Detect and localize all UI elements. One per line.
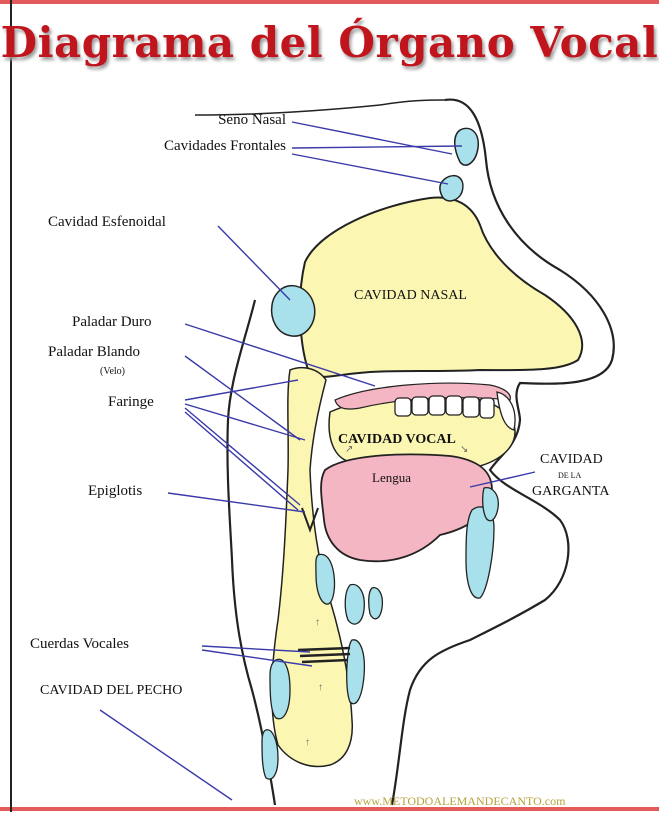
- svg-text:↑: ↑: [305, 737, 310, 748]
- label-velo: (Velo): [100, 366, 125, 377]
- frontal-sinus-shape: [455, 128, 479, 165]
- cricoid-cartilage-shape: [345, 584, 364, 624]
- label-seno-nasal: Seno Nasal: [130, 112, 286, 129]
- label-faringe: Faringe: [108, 394, 154, 411]
- label-cavidad-esfenoidal: Cavidad Esfenoidal: [48, 214, 166, 231]
- label-cavidad-garganta-1: CAVIDAD: [540, 452, 603, 468]
- svg-text:↑: ↑: [318, 682, 323, 693]
- label-cavidad-vocal: CAVIDAD VOCAL: [338, 432, 456, 448]
- nasal-sinus-shape: [440, 176, 463, 201]
- label-cavidad-pecho: CAVIDAD DEL PECHO: [40, 683, 182, 699]
- label-lengua: Lengua: [372, 470, 411, 486]
- label-cavidad-garganta-3: GARGANTA: [532, 484, 609, 500]
- sphenoid-sinus-shape: [272, 286, 315, 337]
- arytenoid-shape: [369, 588, 383, 619]
- label-cavidad-garganta-2: DE LA: [558, 471, 581, 480]
- trachea-ring-left: [270, 659, 290, 719]
- trachea-ring-right: [347, 640, 365, 704]
- label-cuerdas-vocales: Cuerdas Vocales: [30, 636, 129, 653]
- label-paladar-duro: Paladar Duro: [72, 314, 152, 331]
- watermark-url: www.METODOALEMANDECANTO.com: [354, 794, 565, 809]
- label-cavidad-nasal: CAVIDAD NASAL: [354, 288, 467, 304]
- label-epiglotis: Epiglotis: [88, 483, 142, 500]
- svg-text:↘: ↘: [460, 444, 468, 455]
- svg-text:↑: ↑: [315, 617, 320, 628]
- label-cavidades-frontales: Cavidades Frontales: [80, 138, 286, 155]
- throat-cartilage-shape: [483, 488, 499, 521]
- label-paladar-blando: Paladar Blando: [48, 344, 140, 361]
